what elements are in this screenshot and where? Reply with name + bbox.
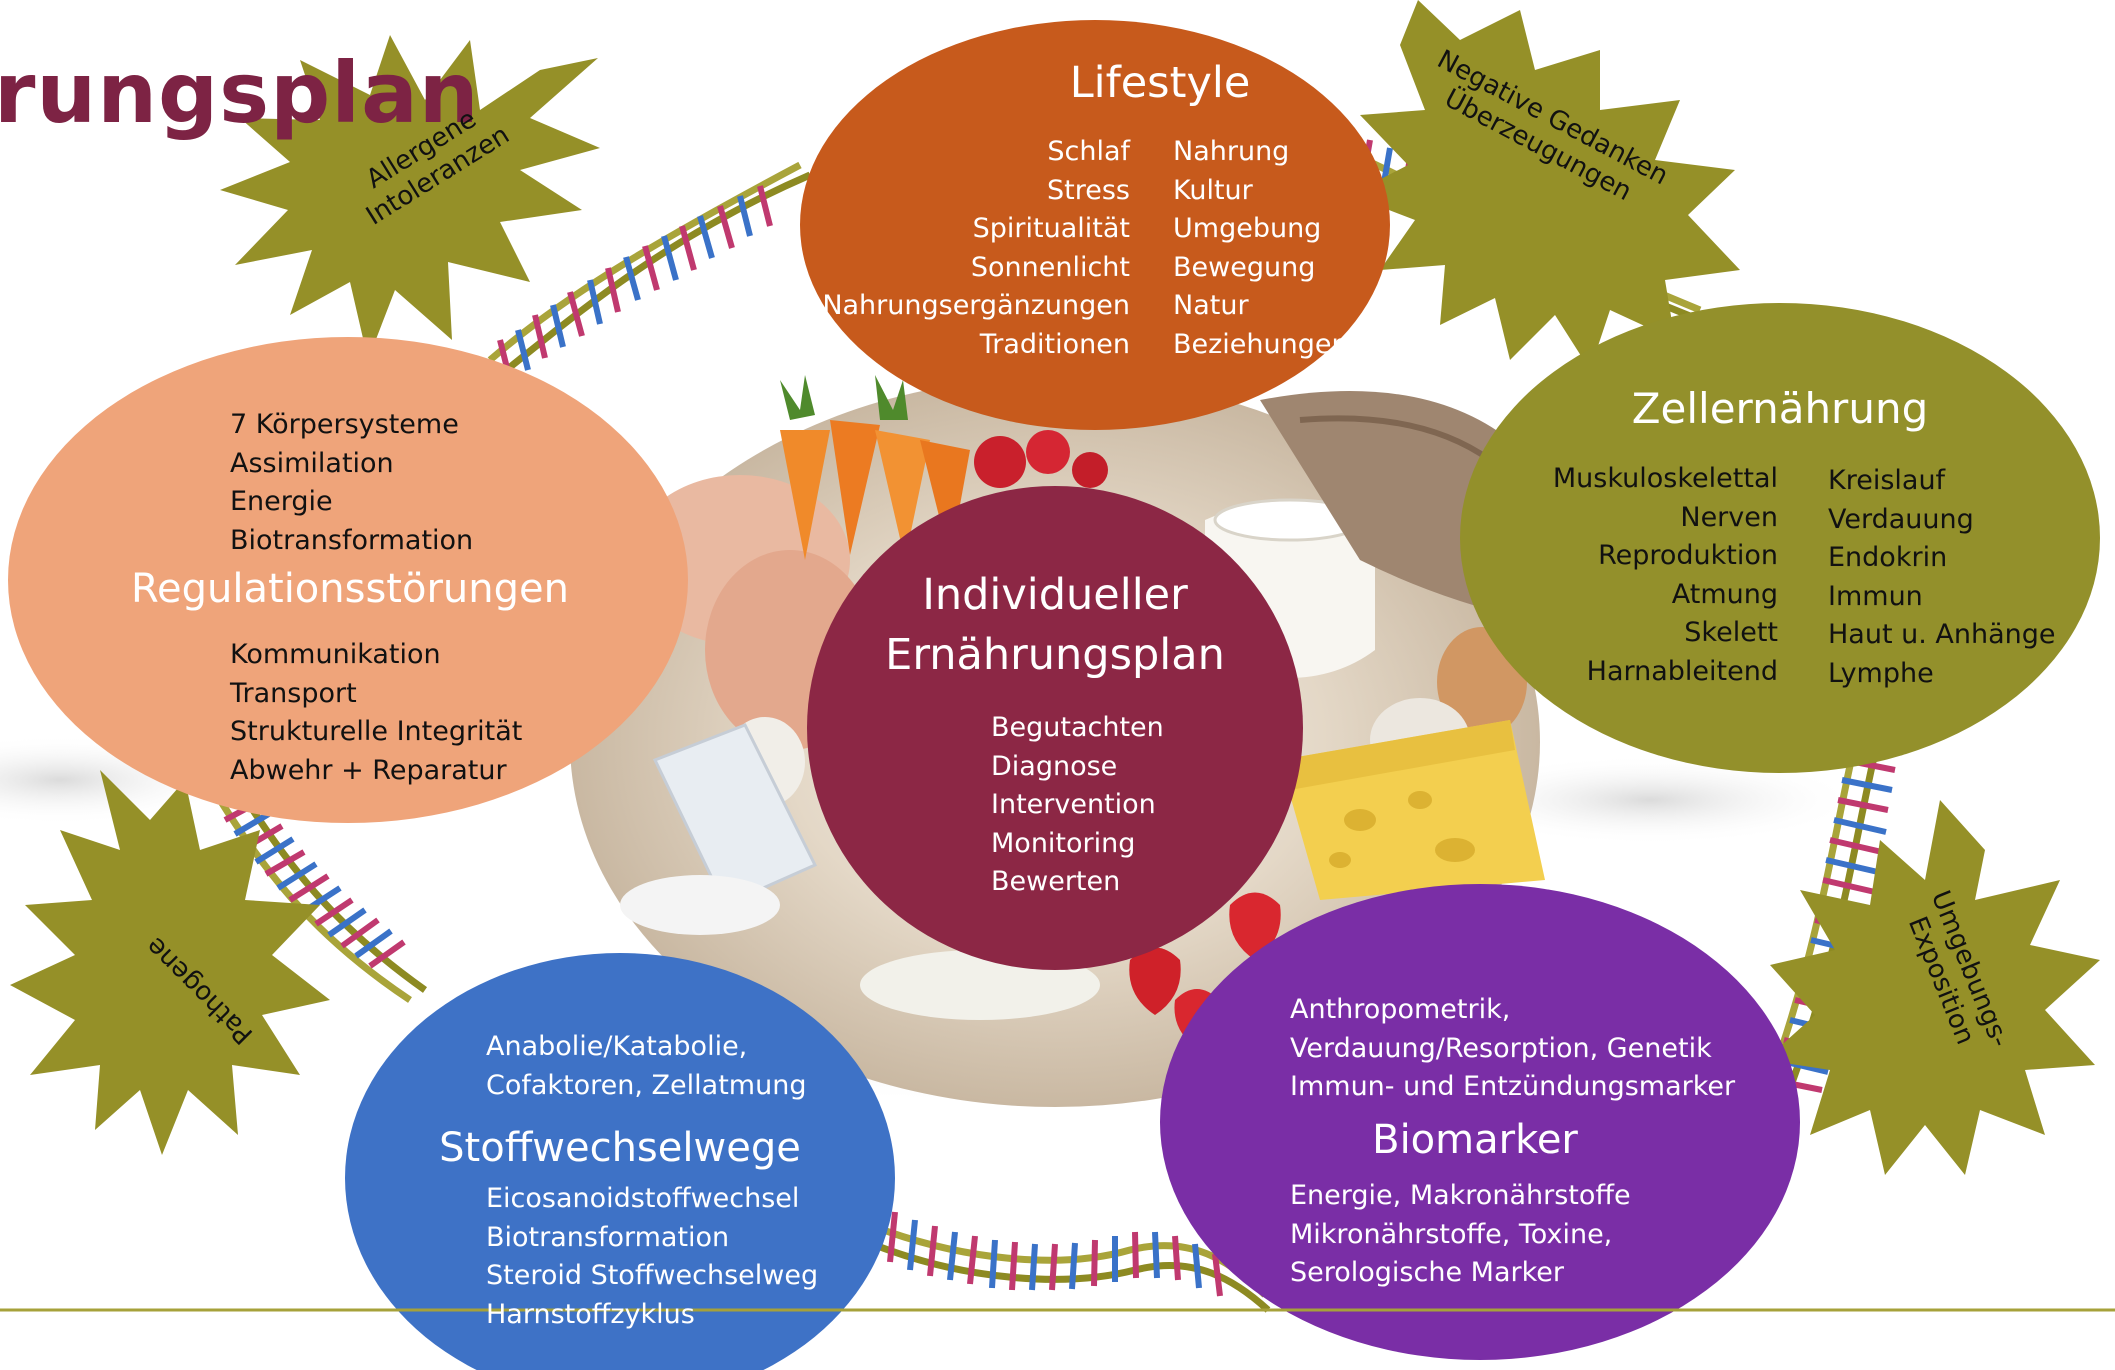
center-title: Individueller Ernährungsplan — [855, 565, 1255, 685]
regulation-heading: Regulationsstörungen — [131, 566, 569, 612]
list-item: Harnableitend — [1586, 655, 1778, 687]
list-item: Diagnose — [991, 750, 1118, 782]
list-item: Anabolie/Katabolie, — [486, 1031, 748, 1062]
stoffwechsel-top-list: Anabolie/Katabolie, Cofaktoren, Zellatmu… — [486, 1028, 806, 1105]
list-item: Nerven — [1680, 501, 1778, 533]
dna-top-left — [487, 161, 812, 381]
circle-regulation — [8, 337, 688, 823]
list-item: Cofaktoren, Zellatmung — [486, 1069, 807, 1101]
list-item: Energie — [230, 486, 333, 517]
list-item: Endokrin — [1828, 542, 1948, 573]
list-item: Skelett — [1684, 617, 1778, 648]
list-item: Beziehungen — [1173, 328, 1349, 360]
star-umgebung — [1765, 800, 2100, 1175]
list-item: Anthropometrik, — [1290, 994, 1511, 1025]
circle-stoffwechsel — [345, 953, 895, 1370]
stoffwechsel-bottom-list: Eicosanoidstoffwechsel Biotransformation… — [486, 1180, 818, 1334]
list-item: Schlaf — [1047, 136, 1130, 167]
zellernaehrung-right-list: Kreislauf Verdauung Endokrin Immun Haut … — [1828, 462, 2056, 693]
list-item: Lymphe — [1828, 657, 1934, 689]
salt-shaker — [652, 723, 818, 907]
list-item: Mikronährstoffe, Toxine, — [1290, 1218, 1613, 1250]
list-item: Assimilation — [230, 447, 394, 479]
lifestyle-heading: Lifestyle — [1069, 58, 1251, 108]
list-item: Haut u. Anhänge — [1828, 619, 2056, 650]
list-item: Bewegung — [1173, 251, 1316, 283]
zellernaehrung-left-list: Muskuloskelettal Nerven Reproduktion Atm… — [1520, 460, 1778, 691]
list-item: Stress — [1047, 174, 1130, 206]
list-item: Steroid Stoffwechselweg — [486, 1260, 819, 1291]
star-pathogene — [10, 770, 330, 1155]
list-item: Spiritualität — [972, 213, 1130, 244]
list-item: Strukturelle Integrität — [230, 716, 523, 747]
list-item: Kreislauf — [1828, 465, 1946, 496]
carrots — [780, 375, 970, 560]
radish — [974, 436, 1026, 488]
lifestyle-right-list: Nahrung Kultur Umgebung Bewegung Natur B… — [1173, 133, 1349, 364]
list-item: Monitoring — [991, 827, 1136, 859]
list-item: Umgebung — [1173, 213, 1322, 244]
list-item: Muskuloskelettal — [1552, 463, 1778, 494]
biomarker-heading: Biomarker — [1372, 1117, 1578, 1163]
list-item: Nahrung — [1173, 136, 1290, 167]
list-item: Harnstoffzyklus — [486, 1298, 695, 1330]
circle-center — [807, 486, 1303, 970]
list-item: Biotransformation — [230, 524, 474, 556]
starbursts — [10, 0, 2100, 1175]
center-title-line1: Individueller — [922, 570, 1188, 620]
list-item: Atmung — [1671, 578, 1778, 610]
list-item: Transport — [230, 677, 357, 709]
circle-lifestyle — [800, 20, 1390, 430]
list-item: Immun- und Entzündungsmarker — [1290, 1071, 1736, 1102]
zellernaehrung-heading: Zellernährung — [1631, 384, 1929, 433]
circle-zellernaehrung — [1460, 303, 2100, 773]
center-title-line2: Ernährungsplan — [885, 630, 1225, 680]
list-item: Begutachten — [991, 712, 1164, 743]
lifestyle-left-list: Schlaf Stress Spiritualität Sonnenlicht … — [800, 133, 1130, 364]
star-allergene — [220, 35, 600, 360]
list-item: Energie, Makronährstoffe — [1290, 1180, 1631, 1211]
list-item: Serologische Marker — [1290, 1257, 1564, 1288]
list-item: Kultur — [1173, 174, 1253, 206]
list-item: Verdauung — [1828, 503, 1974, 535]
list-item: Reproduktion — [1598, 540, 1778, 571]
list-item: Traditionen — [979, 328, 1130, 360]
list-item: Kommunikation — [230, 639, 441, 670]
list-item: Nahrungsergänzungen — [822, 290, 1130, 321]
list-item: Abwehr + Reparatur — [230, 754, 507, 786]
list-item: Intervention — [991, 789, 1156, 820]
stoffwechsel-heading: Stoffwechselwege — [439, 1125, 801, 1171]
list-item: Immun — [1828, 580, 1923, 612]
list-item: Sonnenlicht — [970, 251, 1130, 283]
circle-biomarker — [1160, 884, 1800, 1360]
list-item: Natur — [1173, 290, 1249, 321]
list-item: Eicosanoidstoffwechsel — [486, 1183, 800, 1214]
regulation-top-list: 7 Körpersysteme Assimilation Energie Bio… — [230, 406, 473, 560]
list-item: 7 Körpersysteme — [230, 409, 459, 440]
list-item: Bewerten — [991, 866, 1121, 897]
regulation-bottom-list: Kommunikation Transport Strukturelle Int… — [230, 636, 522, 790]
list-item: Verdauung/Resorption, Genetik — [1290, 1032, 1712, 1064]
center-list: Begutachten Diagnose Intervention Monito… — [991, 709, 1164, 902]
page-title: rungsplan — [0, 44, 480, 142]
strawberry — [1229, 892, 1281, 960]
biomarker-top-list: Anthropometrik, Verdauung/Resorption, Ge… — [1290, 991, 1735, 1107]
star-negative — [1350, 0, 1740, 370]
biomarker-bottom-list: Energie, Makronährstoffe Mikronährstoffe… — [1290, 1177, 1631, 1293]
list-item: Biotransformation — [486, 1221, 730, 1253]
